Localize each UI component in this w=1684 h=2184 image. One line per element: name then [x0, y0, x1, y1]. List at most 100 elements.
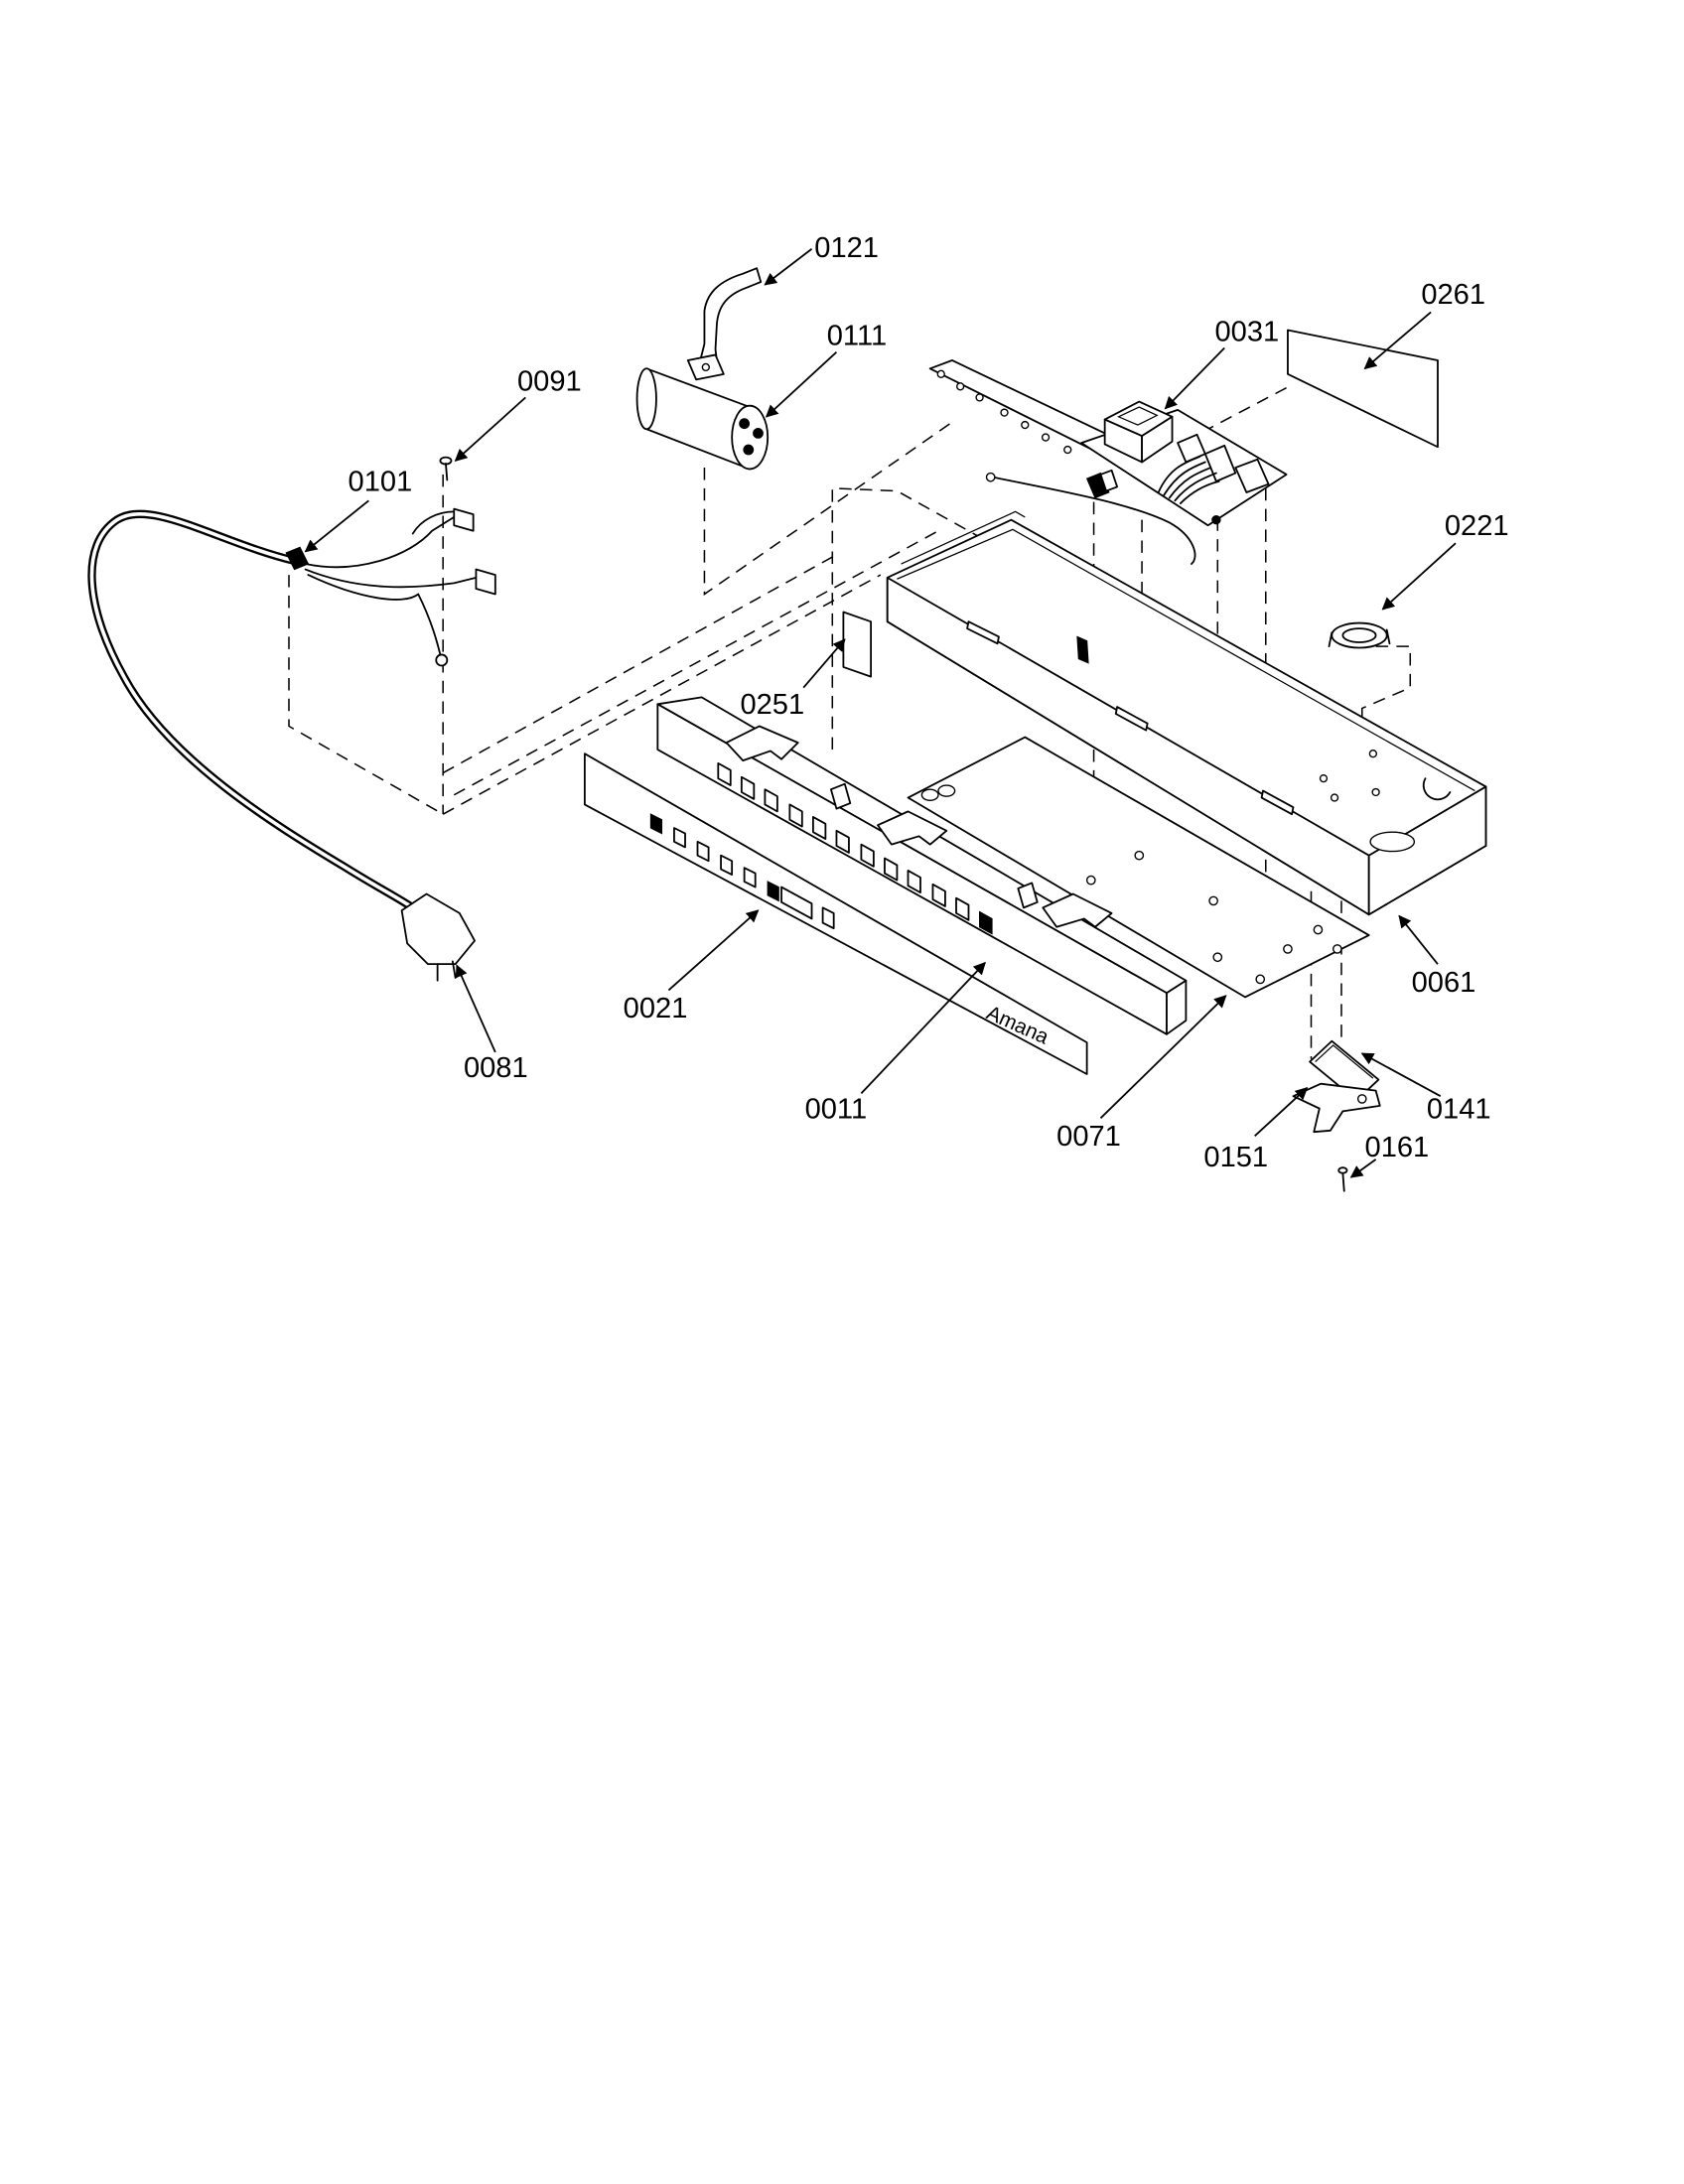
- board-contact: [1021, 420, 1030, 430]
- callouts: 0121 0111 0091 0101 0031 0261 0221 0251: [304, 232, 1509, 1178]
- console-button: [979, 910, 993, 935]
- control-housing: [886, 510, 1487, 916]
- mounting-hole: [1283, 944, 1293, 954]
- mounting-hole: [920, 788, 939, 801]
- housing-slot: [1114, 706, 1149, 732]
- overlay-button: [696, 840, 710, 863]
- housing-top-flange: [901, 510, 1026, 565]
- console-button: [884, 857, 899, 882]
- housing-slot: [1076, 635, 1089, 664]
- housing-slot: [1260, 789, 1295, 816]
- lead-wire: [411, 510, 456, 535]
- board-connector: [1099, 469, 1119, 492]
- capacitor-terminal-end: [731, 404, 770, 471]
- leader-line: [1349, 1159, 1377, 1178]
- board-contact: [936, 369, 945, 378]
- spade-terminal: [453, 507, 475, 532]
- callout-0071: 0071: [1056, 995, 1227, 1153]
- harness-wire: [1163, 461, 1206, 496]
- leader-line: [802, 638, 846, 689]
- callout-label: 0091: [517, 365, 582, 397]
- board-contact: [1041, 433, 1051, 442]
- capacitor-terminal: [739, 418, 751, 430]
- console-button: [812, 816, 827, 840]
- console-button: [717, 761, 732, 786]
- capacitor-strap: [686, 267, 763, 381]
- lead-wire: [304, 568, 478, 589]
- leader-line: [1363, 311, 1432, 370]
- callout-0031: 0031: [1164, 317, 1279, 410]
- mounting-hole: [1332, 944, 1342, 954]
- overlay-button: [821, 906, 835, 930]
- leader-line: [765, 350, 838, 418]
- plug-body: [400, 892, 476, 966]
- harness-wire: [1168, 467, 1212, 499]
- mounting-hole: [1208, 895, 1218, 906]
- callout-label: 0161: [1365, 1132, 1430, 1163]
- callout-0261: 0261: [1363, 279, 1485, 370]
- leader-line: [454, 396, 526, 462]
- leader-line: [304, 499, 369, 553]
- harness-wire: [1179, 479, 1220, 504]
- cord-inner: [89, 511, 415, 910]
- console-bracket: [725, 725, 799, 762]
- capacitor-back-end: [635, 367, 657, 431]
- callout-0251: 0251: [740, 638, 846, 721]
- clip-body: [1292, 1082, 1381, 1134]
- mounting-hole: [1255, 974, 1266, 985]
- screw-top: [439, 456, 453, 481]
- console-end-face: [1166, 979, 1188, 1035]
- callout-0221: 0221: [1381, 510, 1509, 611]
- grommet: [1328, 621, 1391, 649]
- mounting-hole: [1212, 952, 1223, 963]
- callout-0021: 0021: [624, 909, 760, 1024]
- front-overlay: Amana: [583, 752, 1088, 1075]
- overlay-display-window: [780, 886, 813, 920]
- console-tab: [830, 782, 852, 810]
- console-bracket: [1042, 892, 1113, 928]
- callout-label: 0151: [1203, 1142, 1268, 1173]
- callout-label: 0081: [464, 1052, 528, 1084]
- console-button: [907, 870, 921, 894]
- housing-notch: [1422, 777, 1452, 801]
- dashed-line: [703, 421, 953, 596]
- strap-band: [697, 267, 763, 372]
- plug-prong: [436, 960, 457, 982]
- spade-terminal: [475, 568, 496, 596]
- board-connector: [1085, 472, 1110, 499]
- console-button: [764, 788, 778, 813]
- board-contact: [975, 393, 984, 402]
- overlay-button: [649, 813, 663, 835]
- board-contact: [1063, 445, 1072, 455]
- mounting-hole: [1085, 875, 1096, 886]
- console-bracket: [877, 810, 948, 846]
- callout-0011: 0011: [805, 961, 986, 1125]
- callout-label: 0261: [1421, 279, 1485, 311]
- leader-line: [860, 961, 986, 1095]
- screw-shank: [1341, 1171, 1345, 1192]
- harness-wire: [1174, 472, 1217, 502]
- base-plate-outline: [907, 736, 1370, 999]
- label-sticker: [1287, 329, 1439, 449]
- console-button: [788, 803, 803, 828]
- console-button: [740, 775, 756, 800]
- ground-wire: [992, 476, 1196, 565]
- leader-line: [455, 964, 496, 1053]
- ring-terminal: [435, 653, 449, 667]
- mounting-hole: [937, 784, 956, 797]
- callout-0091: 0091: [454, 365, 582, 462]
- overlay-button-row: [649, 813, 835, 930]
- transformer: [1103, 400, 1174, 464]
- relay: [1234, 458, 1270, 493]
- callout-label: 0071: [1056, 1121, 1121, 1153]
- mounting-hole: [1313, 924, 1324, 935]
- lead-wire: [307, 574, 442, 656]
- overlay-button: [767, 881, 779, 902]
- console-button: [955, 896, 970, 921]
- callout-label: 0011: [805, 1093, 868, 1125]
- callout-label: 0101: [349, 467, 413, 498]
- callout-label: 0021: [624, 993, 688, 1024]
- leader-line: [1360, 1052, 1442, 1097]
- relay: [1203, 444, 1237, 482]
